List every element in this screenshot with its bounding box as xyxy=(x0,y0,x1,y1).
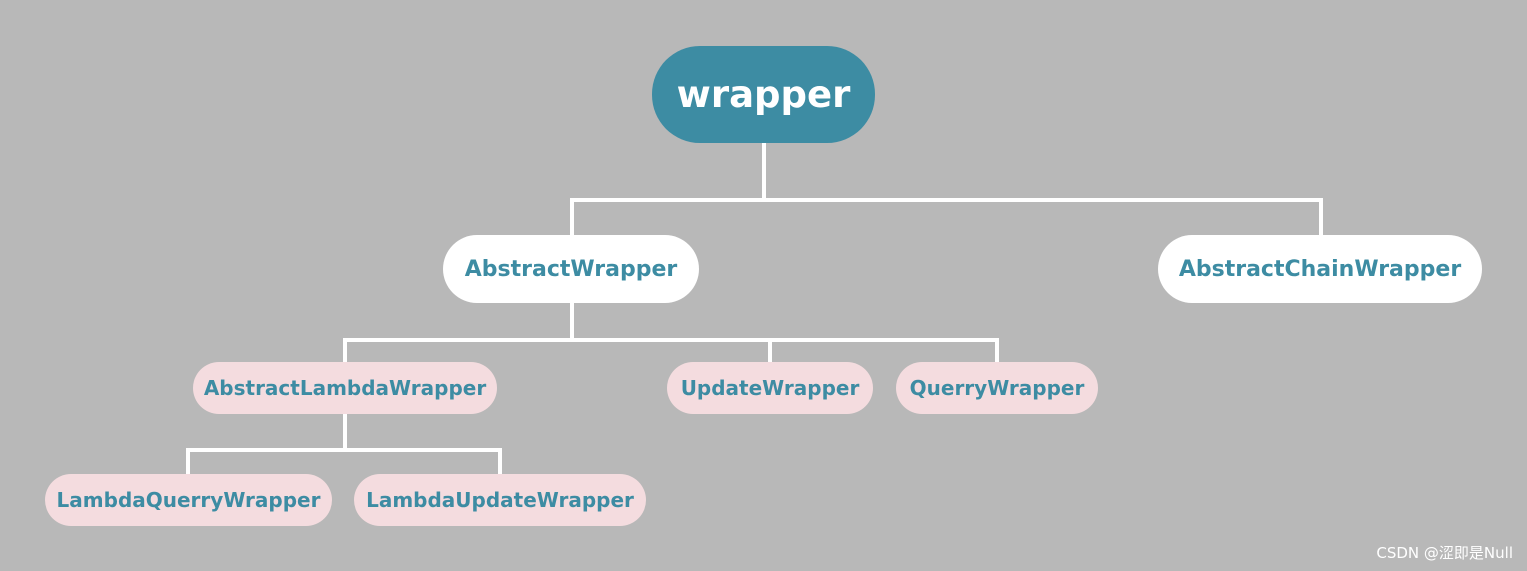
node-lambda-querry-wrapper-label: LambdaQuerryWrapper xyxy=(56,488,321,512)
node-abstract-lambda-wrapper-label: AbstractLambdaWrapper xyxy=(203,376,487,400)
node-wrapper-label: wrapper xyxy=(676,73,851,116)
node-querry-wrapper: QuerryWrapper xyxy=(896,362,1098,414)
node-querry-wrapper-label: QuerryWrapper xyxy=(909,376,1085,400)
node-wrapper: wrapper xyxy=(652,46,875,143)
node-lambda-update-wrapper-label: LambdaUpdateWrapper xyxy=(366,488,634,512)
node-abstract-chain-wrapper: AbstractChainWrapper xyxy=(1158,235,1482,303)
node-update-wrapper: UpdateWrapper xyxy=(667,362,873,414)
node-lambda-querry-wrapper: LambdaQuerryWrapper xyxy=(45,474,332,526)
node-abstract-lambda-wrapper: AbstractLambdaWrapper xyxy=(193,362,497,414)
node-lambda-update-wrapper: LambdaUpdateWrapper xyxy=(354,474,646,526)
watermark: CSDN @涩即是Null xyxy=(1376,544,1513,562)
node-abstract-wrapper-label: AbstractWrapper xyxy=(464,256,678,282)
node-abstract-wrapper: AbstractWrapper xyxy=(443,235,699,303)
node-update-wrapper-label: UpdateWrapper xyxy=(680,376,860,400)
node-abstract-chain-wrapper-label: AbstractChainWrapper xyxy=(1178,256,1462,282)
